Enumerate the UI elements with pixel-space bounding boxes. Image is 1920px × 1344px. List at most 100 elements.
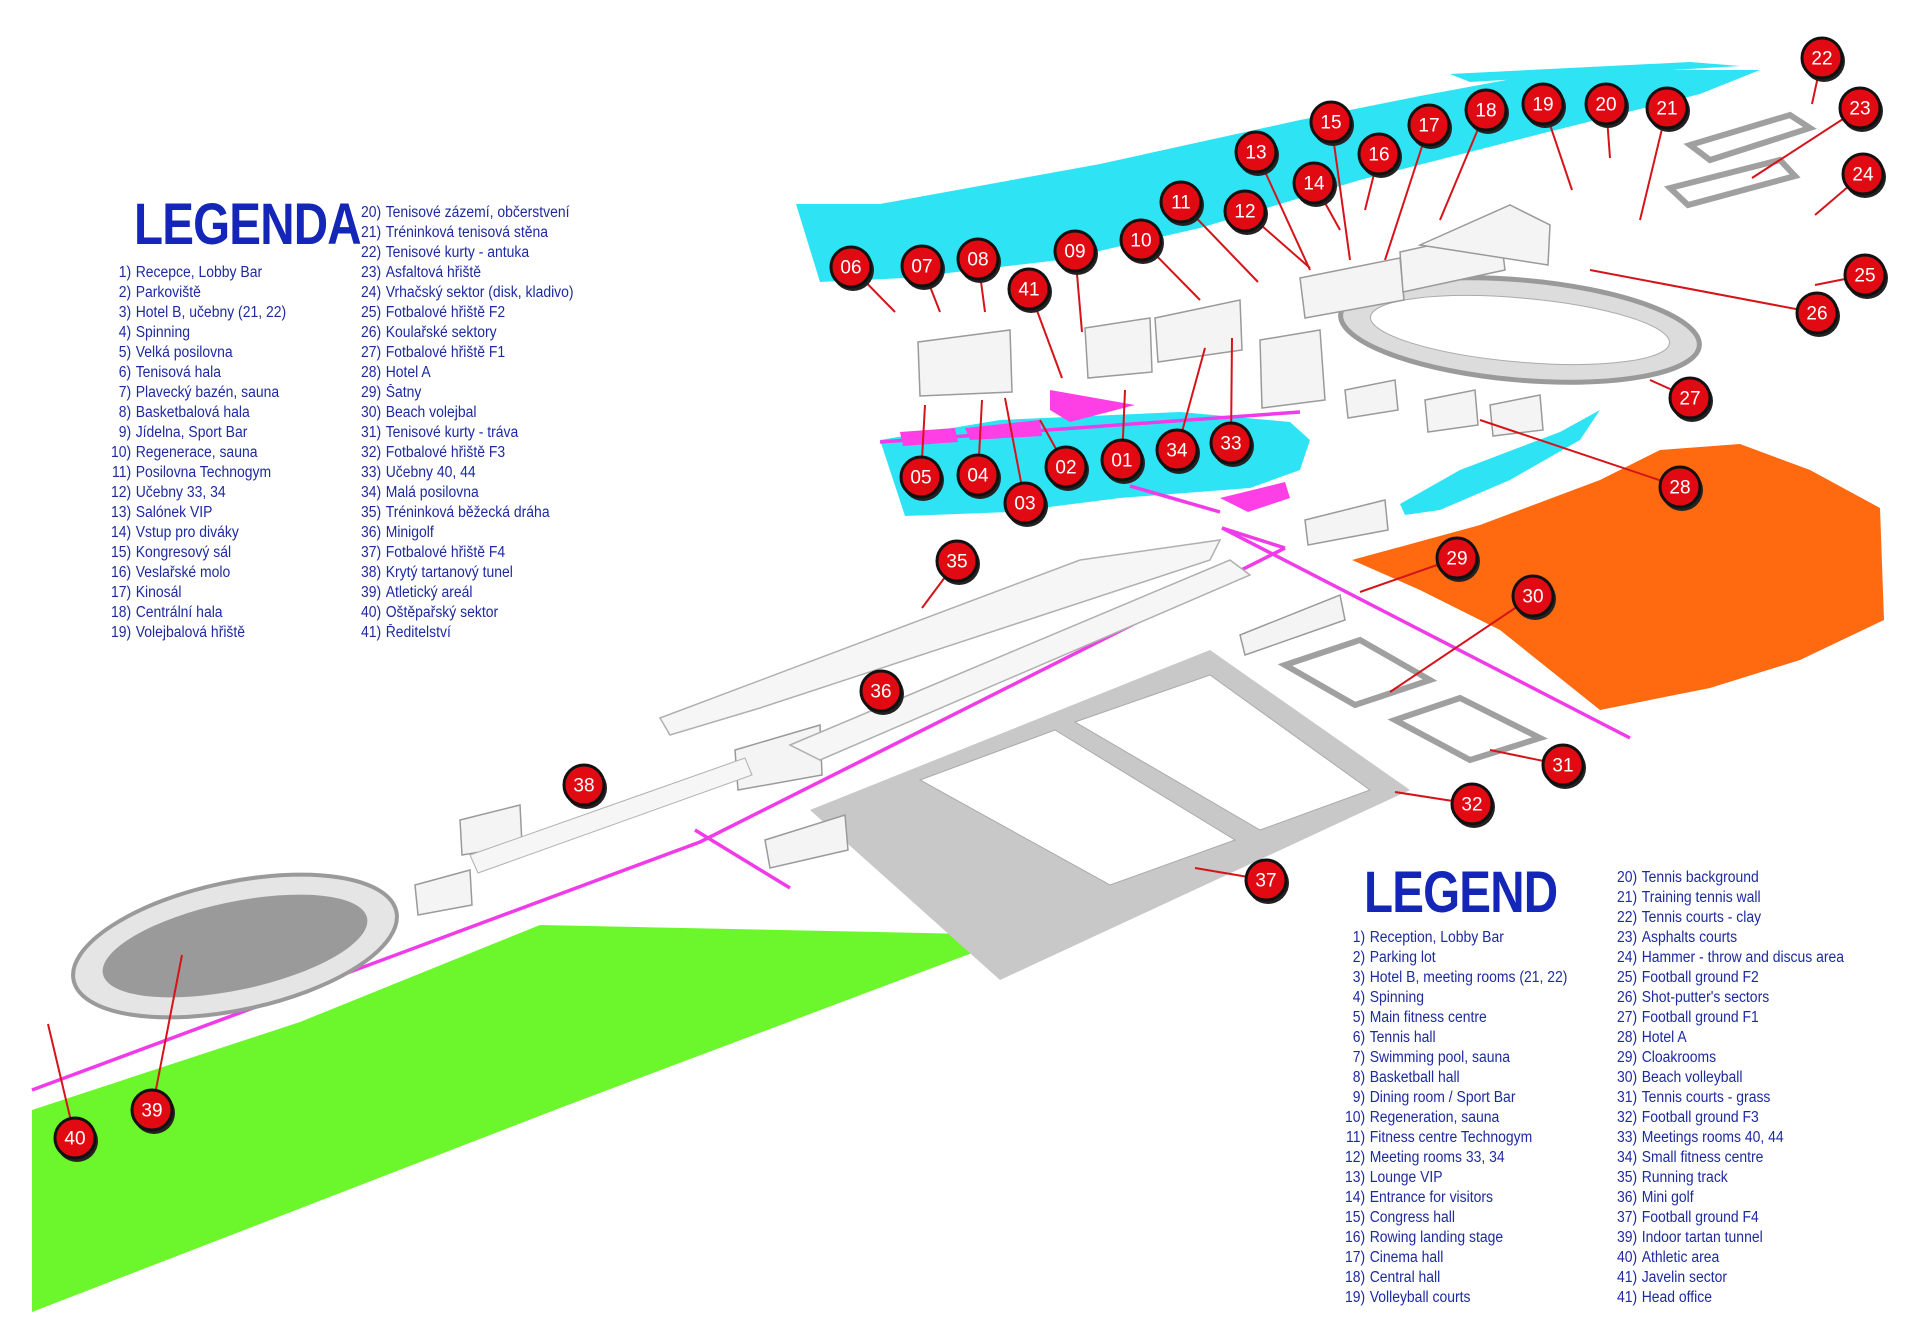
legend-en: LEGEND: [1364, 864, 1600, 922]
legend-item-label: Shot-putter's sectors: [1641, 989, 1770, 1006]
map-marker-36[interactable]: 36: [859, 669, 904, 715]
map-marker-08[interactable]: 08: [956, 237, 1001, 283]
legend-item-label: Reception, Lobby Bar: [1369, 929, 1504, 946]
marker-circle: [1044, 445, 1088, 489]
marker-circle: [1541, 743, 1585, 787]
legend-item: 26)Shot-putter's sectors: [1612, 988, 1844, 1008]
map-marker-24[interactable]: 24: [1841, 152, 1886, 198]
map-marker-39[interactable]: 39: [130, 1088, 175, 1134]
map-marker-18[interactable]: 18: [1464, 88, 1509, 134]
map-marker-07[interactable]: 07: [900, 244, 945, 290]
legend-item: 38)Krytý tartanový tunel: [356, 563, 574, 583]
map-marker-06[interactable]: 06: [829, 245, 874, 291]
map-marker-29[interactable]: 29: [1435, 536, 1480, 582]
marker-label: 35: [946, 552, 967, 573]
legend-item: 15)Kongresový sál: [106, 543, 286, 563]
map-marker-25[interactable]: 25: [1843, 253, 1888, 299]
map-marker-19[interactable]: 19: [1521, 82, 1566, 128]
legend-item: 18)Central hall: [1340, 1268, 1567, 1288]
marker-label: 13: [1245, 143, 1266, 164]
legend-item-number: 7): [1352, 1049, 1366, 1066]
legend-item-label: Atletický areál: [385, 584, 473, 601]
legend-item: 19)Volejbalová hřiště: [106, 623, 286, 643]
map-marker-35[interactable]: 35: [935, 539, 980, 585]
legend-item-label: Hotel A: [1641, 1029, 1687, 1046]
map-marker-33[interactable]: 33: [1209, 421, 1254, 467]
marker-circle: [1119, 218, 1163, 262]
legend-item: 16)Veslařské molo: [106, 563, 286, 583]
marker-label: 04: [967, 466, 989, 487]
map-marker-13[interactable]: 13: [1234, 130, 1279, 176]
hotel-a-area: [1352, 444, 1884, 710]
legend-item-number: 23): [361, 264, 382, 281]
map-marker-21[interactable]: 21: [1645, 86, 1690, 132]
map-marker-28[interactable]: 28: [1658, 465, 1703, 511]
marker-circle: [900, 244, 944, 288]
map-marker-04[interactable]: 04: [956, 453, 1001, 499]
legend-item: 22)Tennis courts - clay: [1612, 908, 1844, 928]
map-marker-37[interactable]: 37: [1244, 858, 1289, 904]
legend-item-number: 23): [1617, 929, 1638, 946]
map-marker-05[interactable]: 05: [899, 455, 944, 501]
legend-item-label: Minigolf: [385, 524, 434, 541]
map-marker-32[interactable]: 32: [1450, 782, 1495, 828]
legend-item-label: Volleyball courts: [1369, 1289, 1471, 1306]
legend-item-number: 28): [1617, 1029, 1638, 1046]
map-marker-14[interactable]: 14: [1292, 161, 1337, 207]
marker-label: 27: [1679, 389, 1700, 410]
map-marker-01[interactable]: 01: [1100, 438, 1145, 484]
leader-line-39: [151, 954, 183, 1111]
legend-item-number: 27): [1617, 1009, 1638, 1026]
legend-item: 40)Athletic area: [1612, 1248, 1844, 1268]
legend-item-label: Salónek VIP: [135, 504, 213, 521]
legend-item-number: 41): [361, 624, 382, 641]
legend-item-label: Javelin sector: [1641, 1269, 1727, 1286]
map-marker-10[interactable]: 10: [1119, 218, 1164, 264]
map-marker-02[interactable]: 02: [1044, 445, 1089, 491]
map-marker-03[interactable]: 03: [1003, 481, 1048, 527]
legend-item: 25)Fotbalové hřiště F2: [356, 303, 574, 323]
marker-circle: [1645, 86, 1689, 130]
map-marker-27[interactable]: 27: [1668, 376, 1713, 422]
legend-item-label: Beach volleyball: [1641, 1069, 1743, 1086]
marker-circle: [1658, 465, 1702, 509]
tennis-courts: [1277, 111, 1817, 764]
map-marker-31[interactable]: 31: [1541, 743, 1586, 789]
map-marker-38[interactable]: 38: [562, 763, 607, 809]
legend-item-label: Kongresový sál: [135, 544, 232, 561]
map-marker-41[interactable]: 41: [1007, 267, 1052, 313]
legend-item-label: Fotbalové hřiště F2: [385, 304, 506, 321]
map-marker-17[interactable]: 17: [1407, 103, 1452, 149]
map-marker-23[interactable]: 23: [1838, 86, 1883, 132]
map-marker-12[interactable]: 12: [1223, 189, 1268, 235]
legend-item: 31)Tenisové kurty - tráva: [356, 423, 574, 443]
map-marker-09[interactable]: 09: [1053, 229, 1098, 275]
lake-north-strip: [1450, 62, 1740, 82]
map-marker-11[interactable]: 11: [1159, 180, 1204, 226]
marker-circle: [130, 1088, 174, 1132]
legend-item-number: 40): [1617, 1249, 1638, 1266]
marker-label: 28: [1669, 478, 1690, 499]
legend-item: 34)Malá posilovna: [356, 483, 574, 503]
buildings: [414, 204, 1551, 916]
map-marker-16[interactable]: 16: [1357, 132, 1402, 178]
legend-item-number: 17): [1345, 1249, 1366, 1266]
legend-item-label: Hotel B, učebny (21, 22): [135, 304, 287, 321]
marker-circle: [1838, 86, 1882, 130]
legend-item-number: 19): [111, 624, 132, 641]
legend-item-number: 6): [1352, 1029, 1366, 1046]
legend-item-number: 33): [1617, 1129, 1638, 1146]
legend-item-number: 28): [361, 364, 382, 381]
map-marker-40[interactable]: 40: [53, 1116, 98, 1162]
map-marker-15[interactable]: 15: [1309, 100, 1354, 146]
map-marker-26[interactable]: 26: [1795, 291, 1840, 337]
map-marker-30[interactable]: 30: [1511, 574, 1556, 620]
map-marker-20[interactable]: 20: [1584, 82, 1629, 128]
map-marker-34[interactable]: 34: [1155, 428, 1200, 474]
legend-item: 16)Rowing landing stage: [1340, 1228, 1567, 1248]
legend-item-number: 31): [361, 424, 382, 441]
map-marker-22[interactable]: 22: [1800, 36, 1845, 82]
legend-item-label: Vrhačský sektor (disk, kladivo): [385, 284, 574, 301]
legend-item-number: 30): [361, 404, 382, 421]
